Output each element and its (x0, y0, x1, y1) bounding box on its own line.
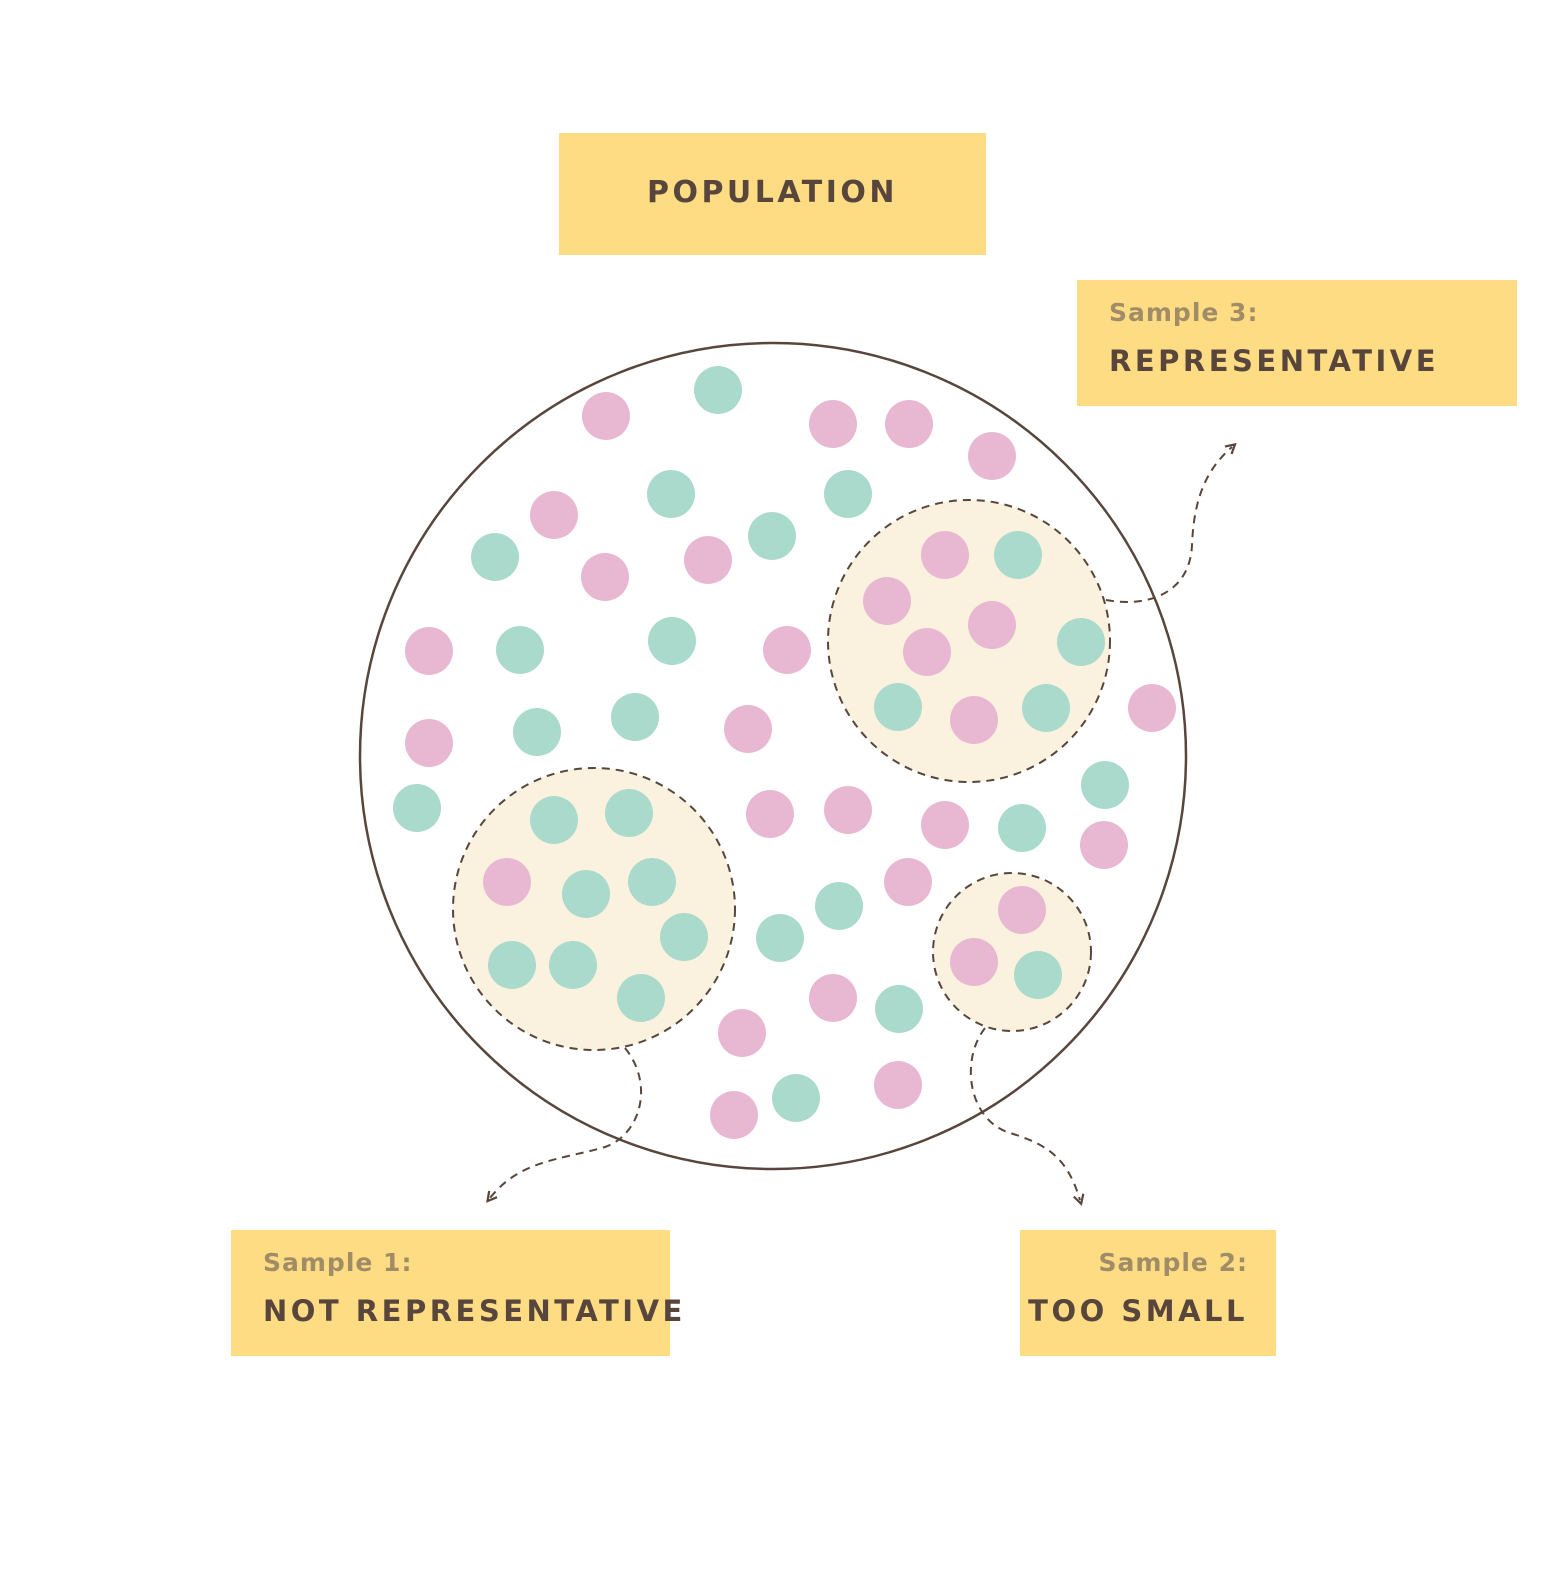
sample-3-label: Sample 3: REPRESENTATIVE (1077, 280, 1517, 406)
pink-dot (885, 400, 933, 448)
pink-dot (921, 531, 969, 579)
population-label-text: POPULATION (646, 175, 899, 210)
teal-dot (1014, 951, 1062, 999)
teal-dot (393, 784, 441, 832)
teal-dot (611, 693, 659, 741)
pink-dot (684, 536, 732, 584)
pink-dot (1128, 684, 1176, 732)
arrow-to-sample-3 (1105, 447, 1232, 603)
arrow-to-sample-2 (969, 1027, 1080, 1200)
pink-dot (763, 626, 811, 674)
pink-dot (884, 858, 932, 906)
pink-dot (746, 790, 794, 838)
sample-3-caption: Sample 3: (1109, 298, 1259, 327)
pink-dot (809, 400, 857, 448)
population-dots (393, 366, 1176, 1139)
teal-dot (1057, 618, 1105, 666)
teal-dot (628, 858, 676, 906)
pink-dot (863, 577, 911, 625)
pink-dot (950, 938, 998, 986)
pink-dot (483, 858, 531, 906)
teal-dot (617, 974, 665, 1022)
pink-dot (968, 432, 1016, 480)
teal-dot (605, 789, 653, 837)
population-circle (358, 341, 1188, 1171)
teal-dot (513, 708, 561, 756)
pink-dot (530, 491, 578, 539)
teal-dot (874, 683, 922, 731)
population-label: POPULATION (559, 133, 986, 255)
pink-dot (582, 392, 630, 440)
teal-dot (694, 366, 742, 414)
pink-dot (874, 1061, 922, 1109)
sample-1-caption: Sample 1: (263, 1248, 413, 1277)
teal-dot (648, 617, 696, 665)
teal-dot (530, 796, 578, 844)
teal-dot (471, 533, 519, 581)
pink-dot (903, 628, 951, 676)
teal-dot (998, 804, 1046, 852)
pink-dot (998, 886, 1046, 934)
pink-dot (581, 553, 629, 601)
teal-dot (994, 531, 1042, 579)
pink-dot (968, 601, 1016, 649)
teal-dot (549, 941, 597, 989)
teal-dot (748, 512, 796, 560)
sample-3-verdict: REPRESENTATIVE (1109, 344, 1440, 378)
sample-1-label: Sample 1: NOT REPRESENTATIVE (231, 1230, 682, 1356)
teal-dot (488, 941, 536, 989)
teal-dot (1022, 684, 1070, 732)
teal-dot (496, 626, 544, 674)
teal-dot (824, 470, 872, 518)
teal-dot (660, 913, 708, 961)
sample-2-verdict: TOO SMALL (1028, 1294, 1248, 1328)
sample-2-caption: Sample 2: (1098, 1248, 1248, 1277)
teal-dot (562, 870, 610, 918)
pink-dot (824, 786, 872, 834)
pink-dot (405, 719, 453, 767)
pink-dot (724, 705, 772, 753)
pink-dot (405, 627, 453, 675)
pink-dot (809, 974, 857, 1022)
arrow-to-sample-1 (490, 1047, 642, 1198)
pink-dot (710, 1091, 758, 1139)
sample-1-verdict: NOT REPRESENTATIVE (263, 1294, 686, 1328)
teal-dot (815, 882, 863, 930)
teal-dot (647, 470, 695, 518)
pink-dot (921, 801, 969, 849)
pink-dot (718, 1009, 766, 1057)
teal-dot (1081, 761, 1129, 809)
pink-dot (950, 696, 998, 744)
teal-dot (875, 985, 923, 1033)
teal-dot (772, 1074, 820, 1122)
teal-dot (756, 914, 804, 962)
pink-dot (1080, 821, 1128, 869)
sample-2-label: Sample 2: TOO SMALL (1020, 1230, 1276, 1356)
